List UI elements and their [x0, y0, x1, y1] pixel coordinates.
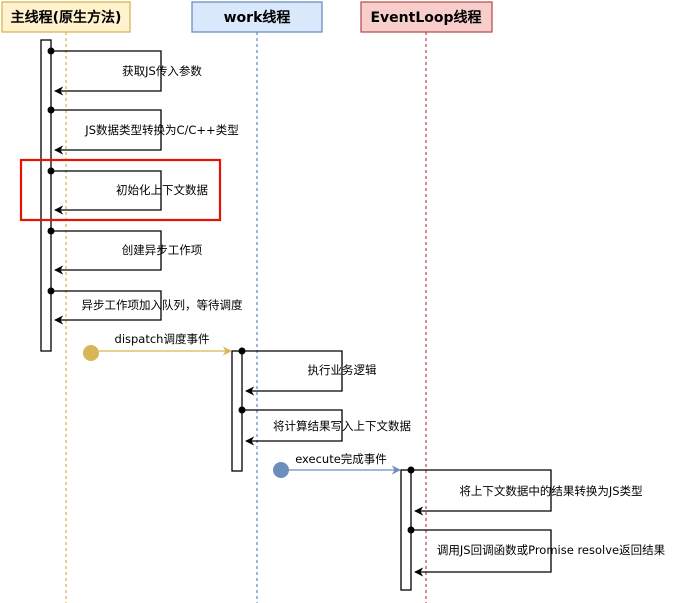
highlight-box [19, 158, 222, 222]
execute-event: execute完成事件 [273, 452, 401, 478]
main-step-1-label: 获取JS传入参数 [122, 64, 202, 78]
lane-main-title: 主线程(原生方法) [11, 9, 122, 26]
dispatch-event: dispatch调度事件 [83, 332, 232, 361]
execute-event-label: execute完成事件 [295, 452, 387, 466]
lane-work-title: work线程 [224, 9, 291, 26]
main-step-5-label: 异步工作项加入队列，等待调度 [82, 298, 243, 312]
lane-work: work线程 [191, 1, 323, 33]
eventloop-step-1-label: 将上下文数据中的结果转换为JS类型 [459, 484, 642, 498]
main-step-5: 异步工作项加入队列，等待调度 [47, 287, 243, 325]
main-step-2: JS数据类型转换为C/C++类型 [47, 106, 239, 155]
lane-main: 主线程(原生方法) [1, 1, 131, 33]
lane-eventloop: EventLoop线程 [360, 1, 493, 33]
main-step-4-label: 创建异步工作项 [122, 243, 203, 257]
main-step-1: 获取JS传入参数 [47, 47, 202, 96]
eventloop-step-1: 将上下文数据中的结果转换为JS类型 [407, 466, 643, 516]
lane-eventloop-title: EventLoop线程 [370, 9, 481, 26]
work-step-2-label: 将计算结果写入上下文数据 [273, 419, 411, 433]
eventloop-step-2: 调用JS回调函数或Promise resolve返回结果 [407, 526, 666, 577]
main-activation-bar [40, 39, 52, 352]
eventloop-step-2-label: 调用JS回调函数或Promise resolve返回结果 [437, 543, 666, 557]
main-step-4: 创建异步工作项 [47, 227, 203, 275]
main-step-2-label: JS数据类型转换为C/C++类型 [84, 123, 238, 137]
main-step-3-label: 初始化上下文数据 [116, 183, 208, 197]
dispatch-event-label: dispatch调度事件 [115, 332, 210, 346]
work-step-2: 将计算结果写入上下文数据 [238, 406, 411, 446]
work-step-1: 执行业务逻辑 [238, 347, 377, 396]
main-step-3: 初始化上下文数据 [47, 167, 208, 215]
work-step-1-label: 执行业务逻辑 [308, 363, 377, 377]
